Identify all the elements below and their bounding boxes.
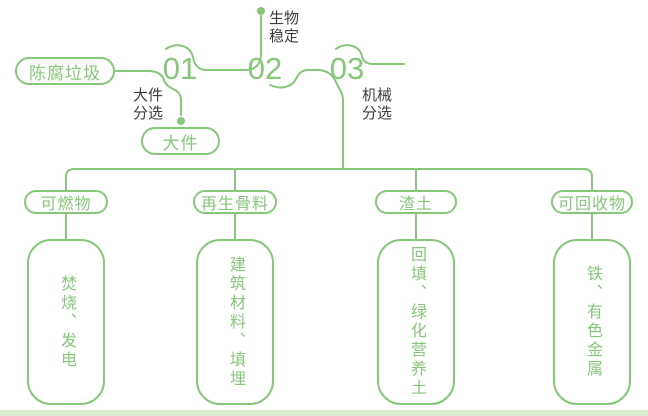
step-number-03: 03 (329, 51, 365, 86)
step-label-bulky-sorting: 大件 分选 (133, 87, 163, 123)
category-label-combustibles: 可燃物 (40, 196, 92, 213)
connector-distribution-bar (65, 168, 593, 192)
step-number-02: 02 (247, 51, 283, 86)
step-label-bio-line1: 生物 (269, 10, 300, 27)
connector-step02-to-step03 (269, 69, 344, 170)
source-node-aged-waste: 陈腐垃圾 (15, 57, 115, 85)
detail-box-combustibles: 焚烧、发电 (27, 239, 105, 405)
category-node-combustibles: 可燃物 (24, 190, 108, 214)
detail-box-slag-soil: 回填、绿化营养土 (377, 239, 455, 405)
detail-text-recycled-aggregate: 建筑材料、填埋 (227, 255, 244, 389)
detail-box-recycled-aggregate: 建筑材料、填埋 (196, 239, 274, 405)
category-node-recycled-aggregate: 再生骨料 (193, 190, 277, 214)
bulky-branch-endpoint-dot (177, 117, 185, 125)
connector-source-to-step01 (114, 70, 182, 116)
step-label-bio-line2: 稳定 (269, 28, 300, 45)
category-label-slag-soil: 渣土 (398, 196, 433, 213)
step-label-mechanical-sorting: 机械 分选 (362, 87, 392, 123)
step-label-mech-line1: 机械 (362, 87, 393, 104)
detail-text-recyclables: 铁、有色金属 (584, 265, 601, 379)
detail-box-recyclables: 铁、有色金属 (553, 239, 631, 405)
category-label-recycled-aggregate: 再生骨料 (200, 196, 269, 213)
connector-step03-exit-stub (335, 44, 405, 65)
category-node-recyclables: 可回收物 (551, 190, 633, 214)
bulky-item-node: 大件 (141, 127, 220, 155)
bulky-item-label: 大件 (162, 133, 199, 153)
category-node-slag-soil: 渣土 (375, 190, 457, 214)
step-label-mech-line2: 分选 (362, 105, 393, 122)
detail-text-slag-soil: 回填、绿化营养土 (408, 246, 425, 398)
connector-step01-to-step02 (165, 15, 262, 71)
step-label-bulky-sorting-line1: 大件 (133, 87, 164, 104)
step-label-biological-stabilization: 生物 稳定 (269, 10, 299, 46)
footer-strip (0, 410, 648, 416)
category-label-recyclables: 可回收物 (557, 196, 626, 213)
source-node-label: 陈腐垃圾 (29, 63, 101, 83)
step-label-bulky-sorting-line2: 分选 (133, 105, 164, 122)
step-number-01: 01 (162, 51, 198, 86)
bio-stabilization-endpoint-dot (257, 7, 265, 15)
detail-text-combustibles: 焚烧、发电 (58, 274, 75, 370)
